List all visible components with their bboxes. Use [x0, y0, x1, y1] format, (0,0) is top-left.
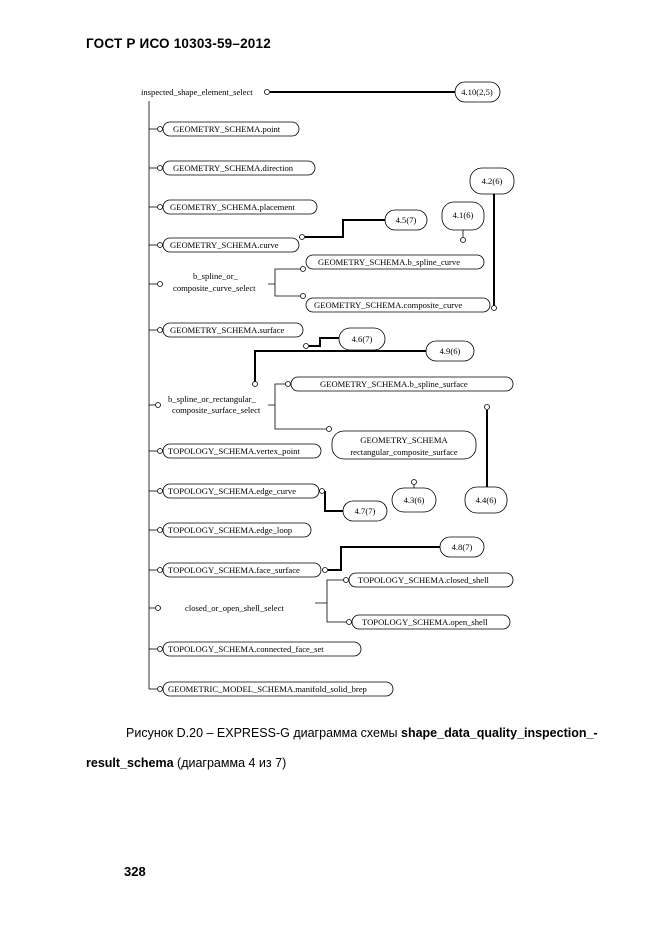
entity-geometry-point: [162, 121, 300, 137]
entity-label: TOPOLOGY_SCHEMA.open_shell: [362, 617, 488, 627]
ref-4-3-label: 4.3(6): [404, 495, 425, 505]
ref-bubble-4-8: [439, 536, 485, 558]
entity-label: GEOMETRY_SCHEMA.b_spline_surface: [320, 379, 468, 389]
entity-label: TOPOLOGY_SCHEMA.closed_shell: [358, 575, 490, 585]
ref-4-9-label: 4.9(6): [440, 346, 461, 356]
entity-label: GEOMETRY_SCHEMA.curve: [170, 240, 279, 250]
caption-prefix: Рисунок D.20 – EXPRESS-G диаграмма схемы: [126, 726, 401, 740]
ref-4-10-label: 4.10(2,5): [461, 87, 493, 97]
entity-label: GEOMETRY_SCHEMA.direction: [173, 163, 294, 173]
ref-4-1-label: 4.1(6): [453, 210, 474, 220]
entity-label: GEOMETRY_SCHEMA.point: [173, 124, 281, 134]
ref-4-4-label: 4.4(6): [476, 495, 497, 505]
entity-topology-edge-loop: [162, 522, 312, 538]
entity-geometry-placement: [162, 199, 318, 215]
caption-schema-name-part1: shape_data_quality_inspection_-: [401, 726, 598, 740]
entity-topology-vertex-point: [162, 443, 322, 459]
entity-label: TOPOLOGY_SCHEMA.vertex_point: [168, 446, 300, 456]
ref-bubble-4-2: [469, 167, 515, 195]
entity-topology-connected-face-set: [162, 641, 362, 657]
entity-closed-shell: [348, 572, 514, 588]
entity-rect-composite-surface: [331, 430, 477, 460]
entity-geometry-direction: [162, 160, 316, 176]
page-number: 328: [124, 864, 146, 879]
entity-label: TOPOLOGY_SCHEMA.connected_face_set: [168, 644, 324, 654]
entity-geometry-surface: [162, 322, 304, 338]
entity-label: GEOMETRY_SCHEMA: [360, 435, 448, 445]
caption-suffix: (диаграмма 4 из 7): [173, 756, 287, 770]
entity-composite-curve: [305, 297, 491, 313]
root-select-label: inspected_shape_element_select: [141, 87, 253, 97]
entity-manifold-solid-brep: [162, 681, 394, 697]
entity-label: TOPOLOGY_SCHEMA.edge_loop: [168, 525, 292, 535]
figure-caption-line-2: result_schema (диаграмма 4 из 7): [86, 756, 646, 770]
surface-select-label-1: b_spline_or_rectangular_: [168, 394, 257, 404]
entity-topology-edge-curve: [162, 483, 320, 499]
ref-bubble-4-4: [464, 486, 508, 514]
entity-label: TOPOLOGY_SCHEMA.edge_curve: [168, 486, 296, 496]
entity-topology-face-surface: [162, 562, 322, 578]
entity-label: TOPOLOGY_SCHEMA.face_surface: [168, 565, 300, 575]
entity-label: GEOMETRY_SCHEMA.composite_curve: [314, 300, 462, 310]
caption-schema-name-part2: result_schema: [86, 756, 174, 770]
ref-4-2-label: 4.2(6): [482, 176, 503, 186]
entity-label: GEOMETRIC_MODEL_SCHEMA.manifold_solid_br…: [168, 684, 367, 694]
ref-4-8-label: 4.8(7): [452, 542, 473, 552]
document-header: ГОСТ Р ИСО 10303-59–2012: [86, 36, 271, 51]
ref-bubble-4-5: [384, 209, 428, 231]
root-connector: [264, 89, 270, 95]
curve-select-label-1: b_spline_or_: [193, 271, 239, 281]
entity-b-spline-surface: [290, 376, 514, 392]
ref-4-6-label: 4.6(7): [352, 334, 373, 344]
entity-label: rectangular_composite_surface: [350, 447, 458, 457]
ref-bubble-4-7: [342, 500, 388, 522]
entity-label: GEOMETRY_SCHEMA.b_spline_curve: [318, 257, 460, 267]
ref-bubble-4-3: [391, 487, 437, 513]
curve-select-label-2: composite_curve_select: [173, 283, 256, 293]
ref-4-5-label: 4.5(7): [396, 215, 417, 225]
ref-bubble-4-10: [454, 81, 501, 103]
entity-label: GEOMETRY_SCHEMA.placement: [170, 202, 295, 212]
entity-geometry-curve: [162, 237, 300, 253]
ref-4-7-label: 4.7(7): [355, 506, 376, 516]
entity-b-spline-curve: [305, 254, 485, 270]
surface-select-label-2: composite_surface_select: [172, 405, 261, 415]
entity-open-shell: [351, 614, 511, 630]
figure-caption-line-1: Рисунок D.20 – EXPRESS-G диаграмма схемы…: [86, 726, 646, 740]
shell-select-label: closed_or_open_shell_select: [185, 603, 284, 613]
entity-label: GEOMETRY_SCHEMA.surface: [170, 325, 285, 335]
